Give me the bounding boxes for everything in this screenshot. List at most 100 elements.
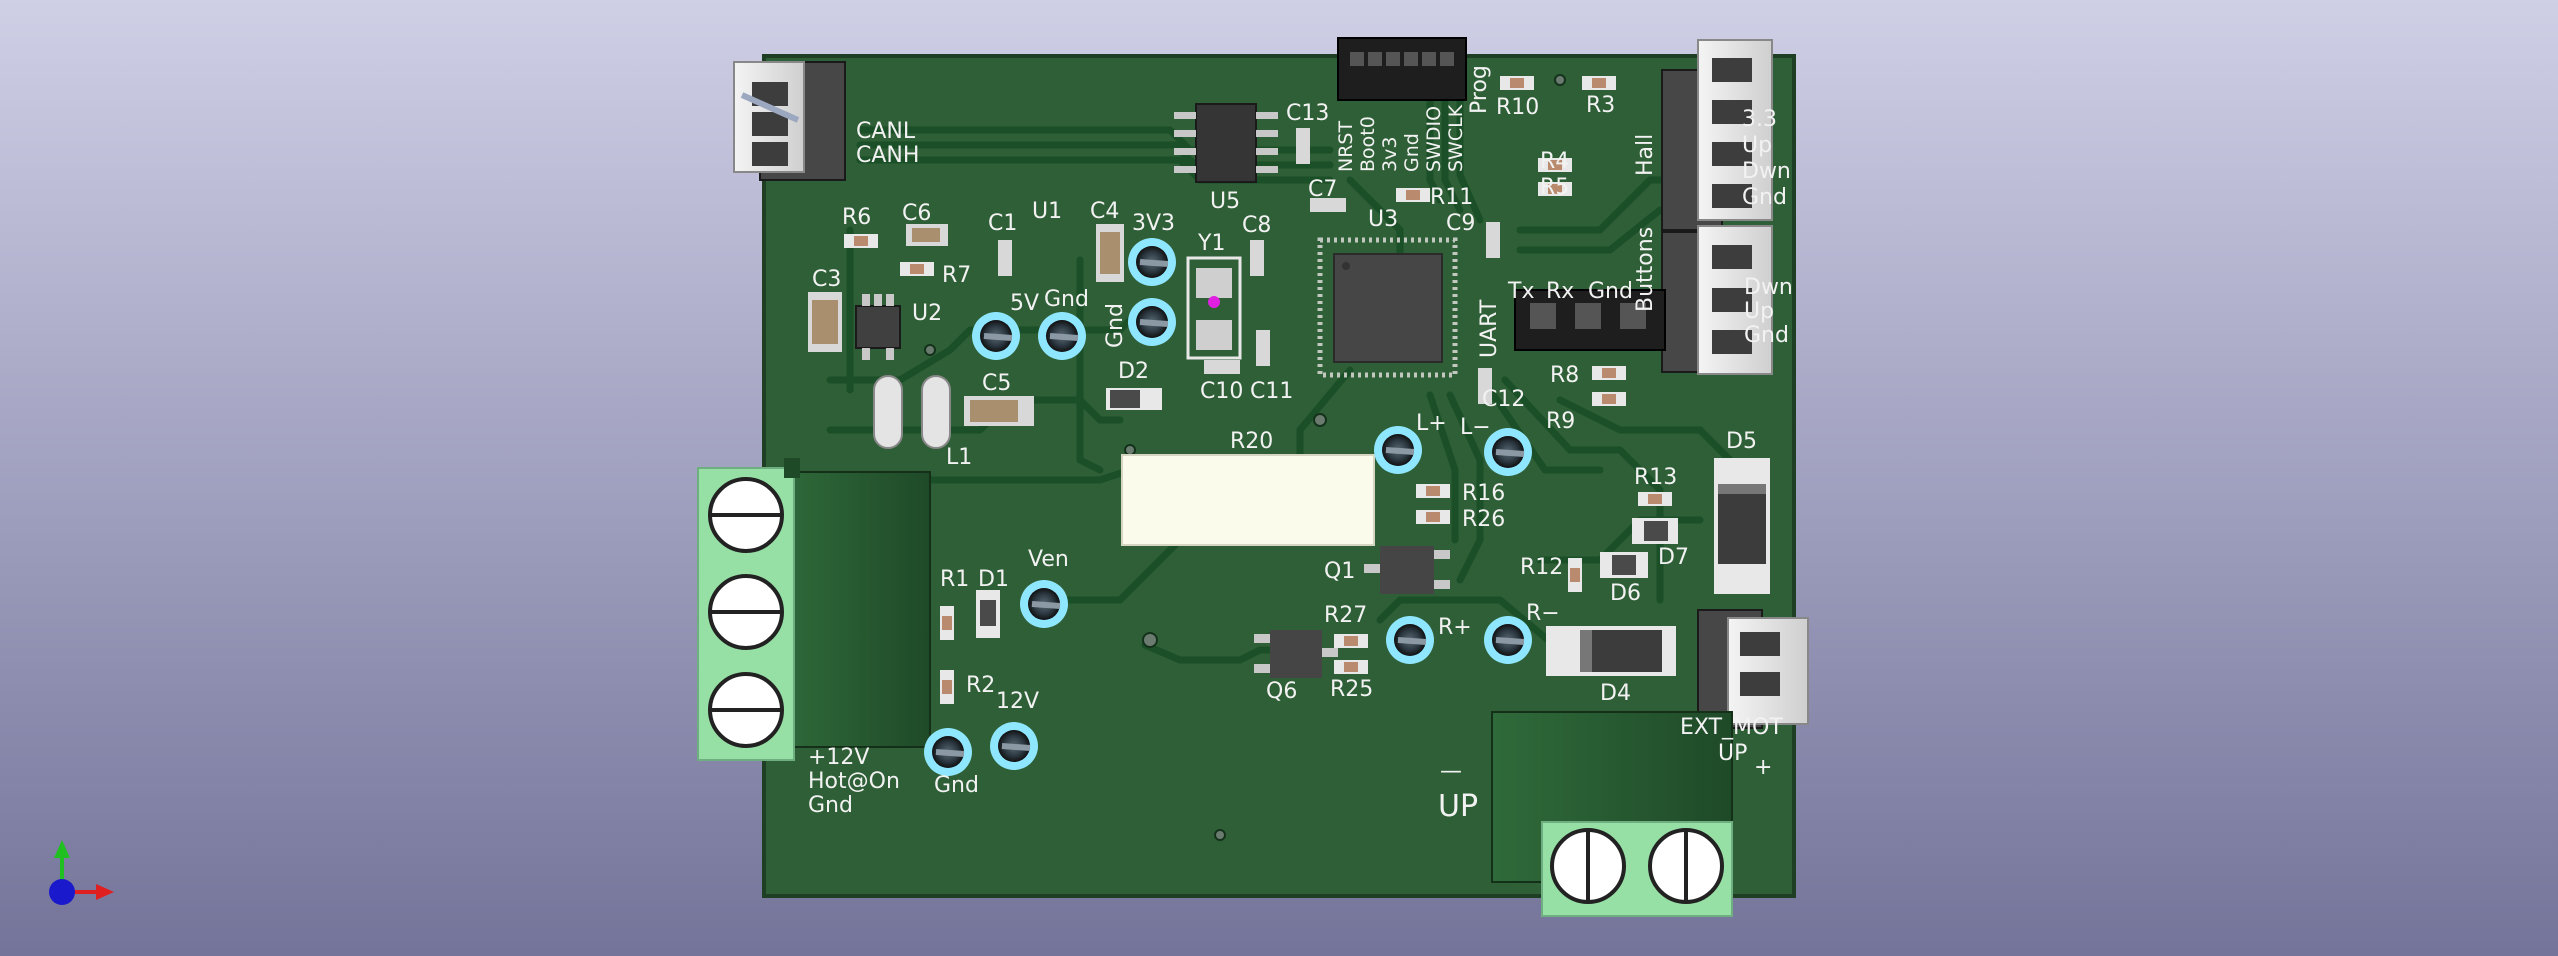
label-prog: Prog <box>1467 65 1492 114</box>
hall-connector[interactable] <box>1661 39 1773 231</box>
label-prog-pin-1: Boot0 <box>1357 116 1379 172</box>
label-prog-pin-4: SWDIO <box>1423 106 1445 172</box>
test-point-l-plus[interactable] <box>1374 426 1422 474</box>
inductor-l1[interactable] <box>873 375 951 449</box>
ref-c9: C9 <box>1446 211 1475 236</box>
mcu-u3[interactable] <box>1317 237 1458 378</box>
label-hall-pin-0: 3.3 <box>1742 107 1777 132</box>
shunt-resistor-r20[interactable] <box>1121 454 1375 546</box>
ref-r2: R2 <box>966 673 995 698</box>
test-point-r-plus[interactable] <box>1386 616 1434 664</box>
ext-mot-connector[interactable] <box>1697 609 1809 729</box>
ref-r27: R27 <box>1324 603 1367 628</box>
motor-terminal-block[interactable] <box>1491 711 1733 917</box>
ref-d4: D4 <box>1600 681 1631 706</box>
ref-r6: R6 <box>842 205 871 230</box>
ref-c4: C4 <box>1090 199 1119 224</box>
label-power-pin-2: Gnd <box>808 793 853 818</box>
label-prog-pin-2: 3v3 <box>1379 137 1401 172</box>
ref-u5: U5 <box>1210 189 1240 214</box>
smd-passives <box>808 76 1672 704</box>
ref-d5: D5 <box>1726 429 1757 454</box>
ref-r1: R1 <box>940 567 969 592</box>
diodes <box>976 388 1770 676</box>
terminal-screw[interactable] <box>708 672 784 748</box>
ref-c11: C11 <box>1250 379 1293 404</box>
label-minus: — <box>1440 759 1462 784</box>
ref-c12: C12 <box>1482 387 1525 412</box>
ref-r11: R11 <box>1430 185 1473 210</box>
test-point-gnd-c[interactable] <box>924 728 972 776</box>
label-hall-pin-3: Gnd <box>1742 185 1787 210</box>
test-point-gnd-a[interactable] <box>1128 298 1176 346</box>
ref-c5: C5 <box>982 371 1011 396</box>
ref-c3: C3 <box>812 267 841 292</box>
power-terminal-block[interactable] <box>697 458 931 761</box>
ref-r4: R4 <box>1540 149 1569 174</box>
test-point-12v[interactable] <box>990 722 1038 770</box>
crystal-y1[interactable] <box>1186 256 1242 360</box>
label-prog-pin-0: NRST <box>1335 121 1357 172</box>
ref-r12: R12 <box>1520 555 1563 580</box>
label-prog-pin-5: SWCLK <box>1445 104 1467 172</box>
test-point-5v[interactable] <box>972 312 1020 360</box>
label-5v: 5V <box>1010 291 1039 316</box>
label-gnd-c: Gnd <box>934 773 979 798</box>
xyz-axis-icon <box>49 840 114 905</box>
ref-r13: R13 <box>1634 465 1677 490</box>
label-buttons-pin-2: Gnd <box>1744 323 1789 348</box>
ref-y1: Y1 <box>1197 231 1225 256</box>
ref-q1: Q1 <box>1324 559 1355 584</box>
label-uart-gnd: Gnd <box>1588 279 1633 304</box>
ref-r3: R3 <box>1586 93 1615 118</box>
ref-r8: R8 <box>1550 363 1579 388</box>
label-12v: 12V <box>996 689 1039 714</box>
label-buttons-pin-1: Up <box>1744 299 1774 324</box>
terminal-screw[interactable] <box>708 574 784 650</box>
test-point-r-minus[interactable] <box>1484 616 1532 664</box>
ic-u5[interactable] <box>1174 103 1278 183</box>
regulator-u2[interactable] <box>855 294 901 360</box>
test-point-gnd-b[interactable] <box>1038 312 1086 360</box>
ref-r9: R9 <box>1546 409 1575 434</box>
label-buttons: Buttons <box>1633 227 1658 312</box>
test-point-l-minus[interactable] <box>1484 428 1532 476</box>
uart-header[interactable] <box>1514 289 1666 351</box>
ref-c1: C1 <box>988 211 1017 236</box>
ref-u3: U3 <box>1368 207 1398 232</box>
prog-header[interactable] <box>1337 37 1467 101</box>
ref-c13: C13 <box>1286 101 1329 126</box>
label-canl: CANL <box>856 119 916 144</box>
test-point-ven[interactable] <box>1020 580 1068 628</box>
label-hall-pin-1: Up <box>1742 133 1772 158</box>
terminal-screw[interactable] <box>708 477 784 553</box>
label-canh: CANH <box>856 143 919 168</box>
label-gnd-a: Gnd <box>1103 303 1128 348</box>
label-l-minus: L− <box>1460 415 1491 440</box>
test-point-3v3[interactable] <box>1128 238 1176 286</box>
label-power-pin-0: +12V <box>808 745 869 770</box>
ref-r5: R5 <box>1540 175 1569 200</box>
terminal-screw[interactable] <box>1648 828 1724 904</box>
label-plus: + <box>1754 755 1772 780</box>
ref-r26: R26 <box>1462 507 1505 532</box>
buttons-connector[interactable] <box>1661 225 1773 375</box>
ref-r16: R16 <box>1462 481 1505 506</box>
label-hall-pin-2: Dwn <box>1742 159 1791 184</box>
ref-d2: D2 <box>1118 359 1149 384</box>
label-hall: Hall <box>1633 134 1658 176</box>
can-connector[interactable] <box>733 61 846 181</box>
ref-d7: D7 <box>1658 545 1689 570</box>
ref-c10: C10 <box>1200 379 1243 404</box>
label-uart: UART <box>1477 299 1502 358</box>
ref-c8: C8 <box>1242 213 1271 238</box>
label-up-small: UP <box>1718 741 1747 766</box>
ref-c6: C6 <box>902 201 931 226</box>
label-buttons-pin-0: Dwn <box>1744 275 1793 300</box>
label-3v3: 3V3 <box>1132 211 1175 236</box>
label-l-plus: L+ <box>1416 411 1447 436</box>
label-ven: Ven <box>1028 547 1069 572</box>
transistors <box>1254 546 1450 678</box>
terminal-screw[interactable] <box>1550 828 1626 904</box>
